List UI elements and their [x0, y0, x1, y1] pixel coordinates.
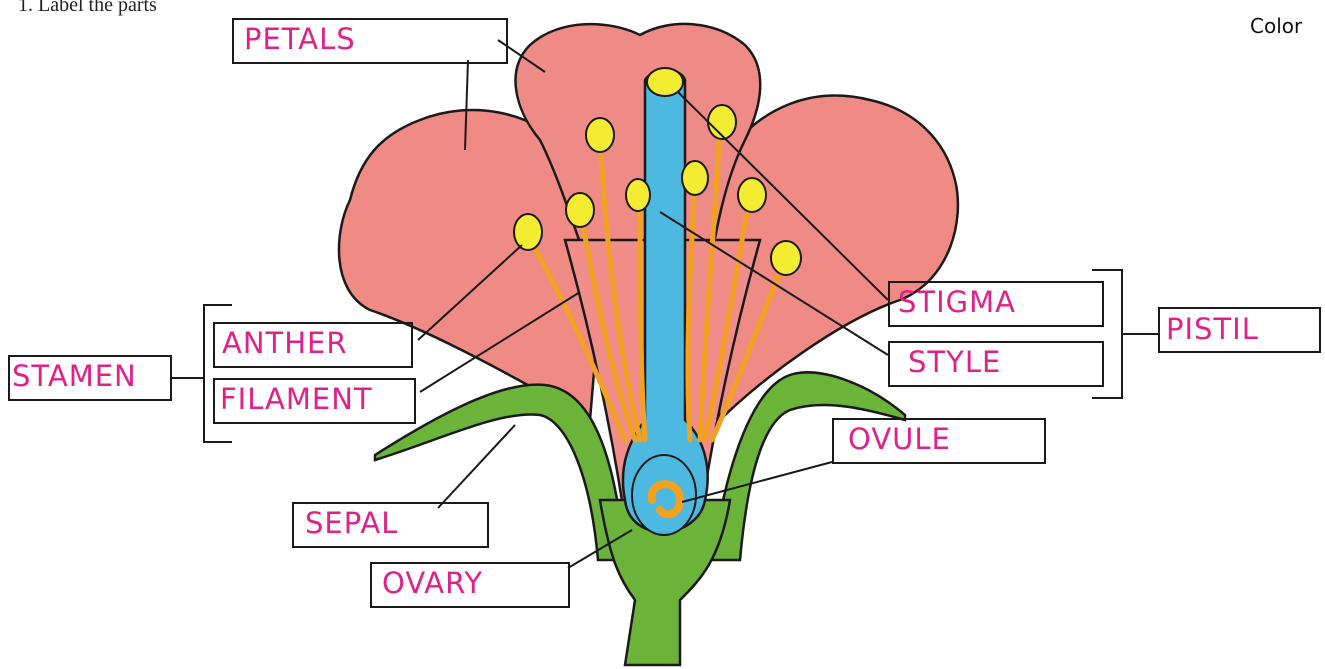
- sepal-label: SEPAL: [305, 506, 398, 540]
- stamen-label: STAMEN: [12, 359, 137, 393]
- ovule-label: OVULE: [848, 422, 951, 456]
- pistil-label: PISTIL: [1166, 312, 1259, 346]
- filament-label: FILAMENT: [220, 382, 373, 416]
- stigma-label: STIGMA: [898, 285, 1016, 319]
- stigma-top: [647, 68, 683, 96]
- petals-label: PETALS: [244, 22, 356, 56]
- ovary-label: OVARY: [382, 566, 483, 600]
- ovary-chamber: [632, 455, 696, 535]
- anther-label: ANTHER: [222, 326, 348, 360]
- style-label: STYLE: [908, 345, 1001, 379]
